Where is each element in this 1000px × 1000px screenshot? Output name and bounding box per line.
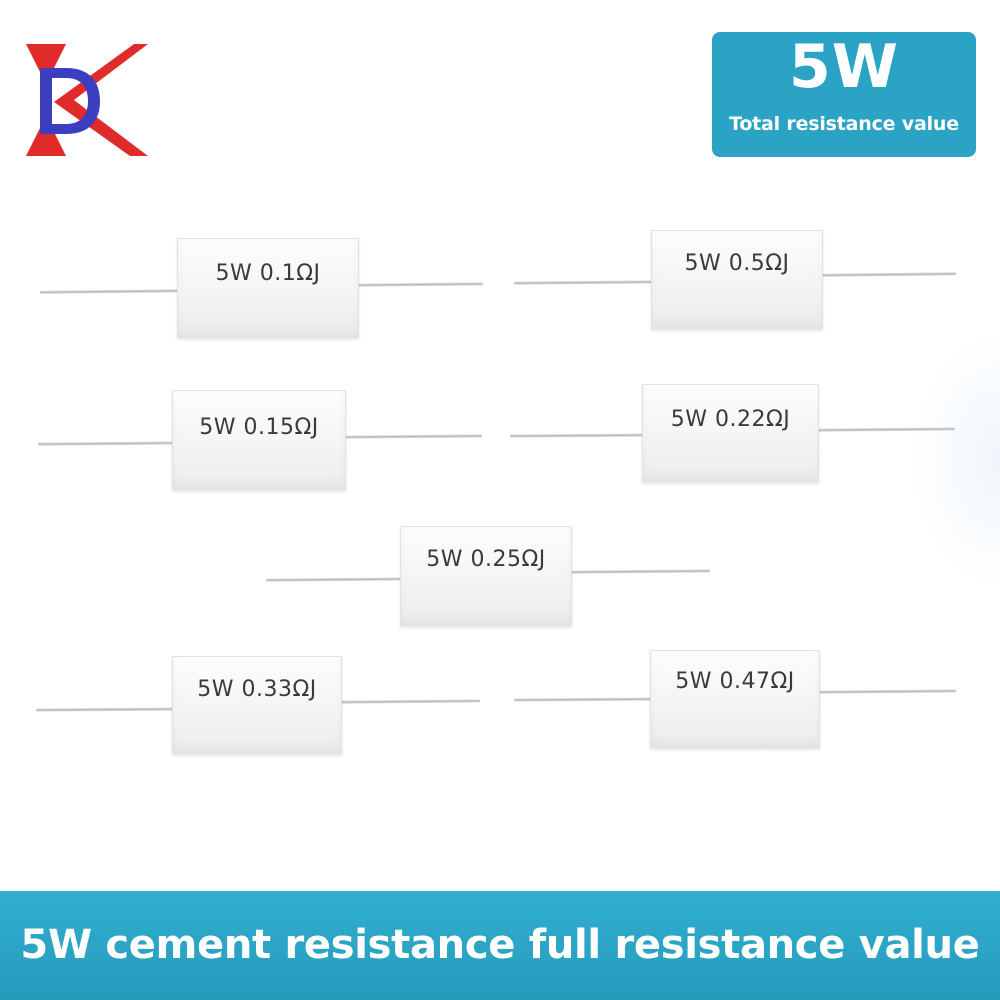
resistor-body: 5W 0.47ΩJ	[650, 650, 820, 748]
resistor-lead-left	[509, 433, 649, 438]
resistor-body: 5W 0.15ΩJ	[172, 390, 346, 490]
resistor-body: 5W 0.33ΩJ	[172, 656, 342, 754]
resistor-lead-left	[37, 441, 179, 446]
resistor-label: 5W 0.22ΩJ	[670, 407, 791, 432]
banner-title: 5W cement resistance full resistance val…	[20, 922, 980, 968]
resistor-item: 5W 0.47ΩJ	[0, 0, 1000, 748]
bottom-banner: 5W cement resistance full resistance val…	[0, 891, 1000, 1000]
resistor-lead-right	[817, 272, 957, 277]
resistor-body: 5W 0.22ΩJ	[642, 384, 819, 482]
resistor-body: 5W 0.5ΩJ	[651, 230, 823, 329]
resistor-item: 5W 0.33ΩJ	[0, 0, 1000, 754]
resistor-item: 5W 0.15ΩJ	[0, 0, 1000, 490]
resistor-label: 5W 0.5ΩJ	[684, 251, 790, 276]
resistor-lead-right	[341, 434, 483, 439]
resistor-lead-right	[567, 569, 711, 574]
dk-logo-icon	[26, 44, 148, 156]
resistor-body: 5W 0.25ΩJ	[400, 526, 572, 626]
resistor-item: 5W 0.1ΩJ	[0, 0, 1000, 338]
resistor-label: 5W 0.47ΩJ	[675, 669, 795, 694]
resistor-item: 5W 0.5ΩJ	[0, 0, 1000, 329]
resistor-label: 5W 0.33ΩJ	[197, 677, 317, 702]
resistor-lead-right	[354, 282, 484, 287]
resistor-lead-left	[35, 707, 177, 712]
resistor-lead-left	[265, 577, 407, 582]
resistor-lead-left	[513, 697, 655, 702]
power-badge: 5W Total resistance value	[712, 32, 976, 157]
resistor-item: 5W 0.22ΩJ	[0, 0, 1000, 482]
resistor-lead-left	[513, 280, 655, 285]
resistor-lead-right	[815, 689, 957, 694]
brand-logo	[26, 44, 148, 156]
resistor-body: 5W 0.1ΩJ	[177, 238, 359, 338]
photo-glare	[910, 330, 1000, 590]
badge-power-value: 5W	[789, 32, 899, 102]
resistor-label: 5W 0.1ΩJ	[215, 261, 321, 286]
resistor-label: 5W 0.25ΩJ	[426, 547, 546, 572]
resistor-label: 5W 0.15ΩJ	[199, 415, 319, 440]
resistor-lead-left	[39, 289, 181, 294]
resistor-lead-right	[337, 699, 481, 704]
resistor-item: 5W 0.25ΩJ	[0, 0, 1000, 626]
badge-subtitle: Total resistance value	[729, 113, 959, 135]
